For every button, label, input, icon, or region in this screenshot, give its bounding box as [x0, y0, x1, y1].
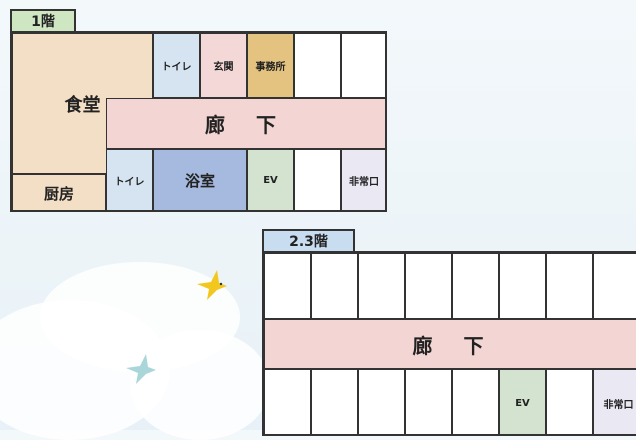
room-empty — [546, 369, 593, 434]
room-empty — [452, 253, 499, 319]
cloud-decoration — [130, 330, 270, 440]
room-bath: 浴室 — [153, 149, 247, 210]
room-empty — [452, 369, 499, 434]
room-empty — [264, 253, 311, 319]
floor-1-tab: 1階 — [10, 9, 76, 31]
corridor-floor-23: 廊 下 — [264, 319, 636, 369]
yellow-bird-icon — [197, 270, 227, 300]
room-empty — [311, 369, 358, 434]
room-elevator: EV — [499, 369, 546, 434]
teal-bird-icon — [126, 354, 156, 384]
room-empty — [405, 253, 452, 319]
room-kitchen: 厨房 — [12, 174, 106, 210]
floor-23-tab: 2.3階 — [262, 229, 355, 251]
room-emergency-exit: 非常口 — [593, 369, 636, 434]
room-toilet-top: トイレ — [153, 33, 200, 98]
room-empty — [405, 369, 452, 434]
room-genkan: 玄関 — [200, 33, 247, 98]
room-empty — [546, 253, 593, 319]
corridor-floor-1: 廊 下 — [106, 98, 385, 149]
room-empty — [358, 253, 405, 319]
room-emergency-exit: 非常口 — [341, 149, 385, 210]
room-empty — [294, 149, 341, 210]
room-empty — [311, 253, 358, 319]
floor-1-plan: 食堂 厨房 トイレ 玄関 事務所 廊 下 トイレ 浴室 EV 非常口 — [10, 31, 387, 212]
room-toilet-bottom: トイレ — [106, 149, 153, 210]
room-empty — [264, 369, 311, 434]
room-office: 事務所 — [247, 33, 294, 98]
room-empty — [358, 369, 405, 434]
room-empty — [294, 33, 341, 98]
room-empty — [593, 253, 636, 319]
room-empty — [499, 253, 546, 319]
room-empty — [341, 33, 385, 98]
floor-23-plan: 廊 下 EV 非常口 — [262, 251, 636, 436]
room-elevator: EV — [247, 149, 294, 210]
